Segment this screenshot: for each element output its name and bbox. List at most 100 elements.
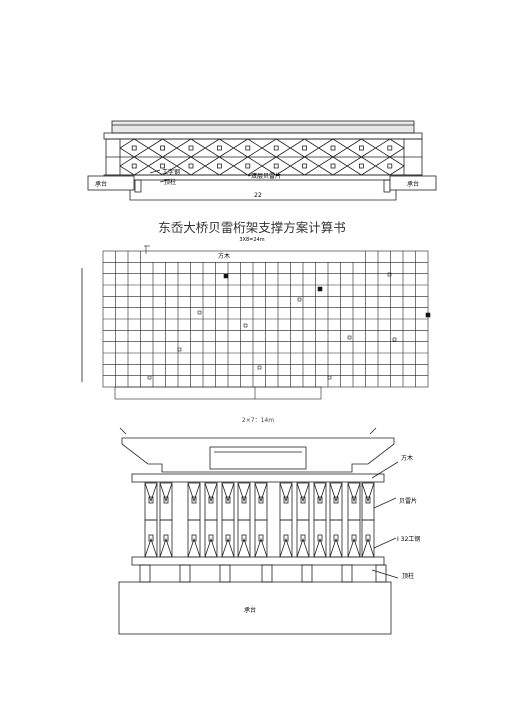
support-column xyxy=(219,564,231,583)
bailey-pin xyxy=(365,496,371,504)
bailey-pin xyxy=(300,534,306,542)
bailey-pin xyxy=(163,496,169,504)
truss-node-plate xyxy=(188,145,194,151)
grid-mark xyxy=(223,273,229,279)
label-span-24m: 3X8=24m xyxy=(239,237,264,243)
grid-mark xyxy=(177,347,182,352)
truss-diagonal xyxy=(318,138,348,158)
bailey-pin xyxy=(208,534,214,542)
bailey-pin xyxy=(225,534,231,542)
bailey-pin xyxy=(225,496,231,504)
bailey-pin xyxy=(191,534,197,542)
bailey-pin xyxy=(365,534,371,542)
truss-node-plate xyxy=(330,163,336,169)
bailey-pin xyxy=(317,496,323,504)
truss-node-plate xyxy=(216,163,222,169)
bailey-pin xyxy=(258,534,264,542)
truss-diagonal xyxy=(261,138,292,158)
truss-node-plate xyxy=(302,145,308,151)
label-double-bailey: 双层贝雷片 xyxy=(251,172,281,180)
bailey-pin xyxy=(148,496,154,504)
bailey-pin xyxy=(163,534,169,542)
figure-2-plan-grid xyxy=(81,245,431,400)
truss-node-plate xyxy=(358,163,364,169)
truss-diagonal xyxy=(233,138,263,158)
truss-diagonal xyxy=(176,138,206,158)
truss-node-plate xyxy=(358,145,364,151)
label-abutment-left: 承台 xyxy=(95,180,107,188)
truss-diagonal xyxy=(318,156,348,176)
grid-mark xyxy=(257,365,262,370)
label-timber-plan: 方木 xyxy=(218,252,230,260)
bailey-pin xyxy=(351,534,357,542)
bailey-web xyxy=(204,482,218,503)
bailey-web xyxy=(237,482,251,503)
truss-node-plate xyxy=(160,163,166,169)
girder-void xyxy=(209,446,307,470)
pier-column-left xyxy=(134,179,142,193)
bailey-web xyxy=(187,482,201,503)
bailey-pin xyxy=(317,534,323,542)
truss-diagonal xyxy=(346,138,377,158)
box-girder-section xyxy=(121,437,395,473)
truss-diagonal xyxy=(119,156,150,176)
bailey-web xyxy=(361,482,375,503)
bailey-pin xyxy=(241,496,247,504)
truss-diagonal xyxy=(204,138,235,158)
foundation-cap xyxy=(118,581,392,635)
truss-diagonal xyxy=(375,156,405,176)
bailey-web xyxy=(329,537,343,558)
bailey-pin xyxy=(148,534,154,542)
bailey-pin xyxy=(283,496,289,504)
truss-node-plate xyxy=(387,163,393,169)
label-timber-section: 方木 xyxy=(401,454,413,462)
bailey-web xyxy=(347,537,361,558)
grid-mark xyxy=(425,312,431,318)
truss-node-plate xyxy=(216,145,222,151)
truss-diagonal xyxy=(119,138,150,158)
bailey-pin xyxy=(258,496,264,504)
truss-node-plate xyxy=(131,145,137,151)
figure-3-section xyxy=(118,427,399,635)
support-column xyxy=(261,564,273,583)
abutment-left xyxy=(87,175,135,191)
timber-layer xyxy=(131,473,385,483)
truss-diagonal xyxy=(290,156,320,176)
truss-diagonal xyxy=(176,156,206,176)
deck-slab xyxy=(111,120,415,134)
grid-mark xyxy=(347,335,352,340)
bailey-web xyxy=(296,482,310,503)
figure-1-elevation xyxy=(87,120,437,201)
support-column xyxy=(179,564,191,583)
truss-diagonal xyxy=(346,156,377,176)
bailey-pin xyxy=(351,496,357,504)
bailey-web xyxy=(221,537,235,558)
truss-node-plate xyxy=(188,163,194,169)
abutment-right xyxy=(389,175,437,191)
label-foundation-cap: 承台 xyxy=(244,606,256,614)
bailey-web xyxy=(144,482,158,503)
grid-mark xyxy=(387,272,392,277)
label-abutment-right: 承台 xyxy=(407,180,419,188)
truss-node-plate xyxy=(245,145,251,151)
bailey-web xyxy=(313,537,327,558)
truss-node-plate xyxy=(160,145,166,151)
bailey-web xyxy=(237,537,251,558)
bailey-web xyxy=(347,482,361,503)
support-column xyxy=(301,564,313,583)
truss-node-plate xyxy=(302,163,308,169)
truss-node-plate xyxy=(273,145,279,151)
label-column: 顶柱 xyxy=(402,572,414,580)
truss-diagonal xyxy=(375,138,405,158)
i-beam-layer xyxy=(131,556,385,566)
support-column xyxy=(341,564,353,583)
bailey-pin xyxy=(241,534,247,542)
grid-mark xyxy=(392,337,397,342)
bailey-web xyxy=(187,537,201,558)
grid-mark xyxy=(147,375,152,380)
bailey-web xyxy=(296,537,310,558)
bailey-web xyxy=(159,482,173,503)
document-title: 东岙大桥贝雷桁架支撑方案计算书 xyxy=(158,220,346,235)
label-i-beam: 工字钢 xyxy=(162,168,180,176)
